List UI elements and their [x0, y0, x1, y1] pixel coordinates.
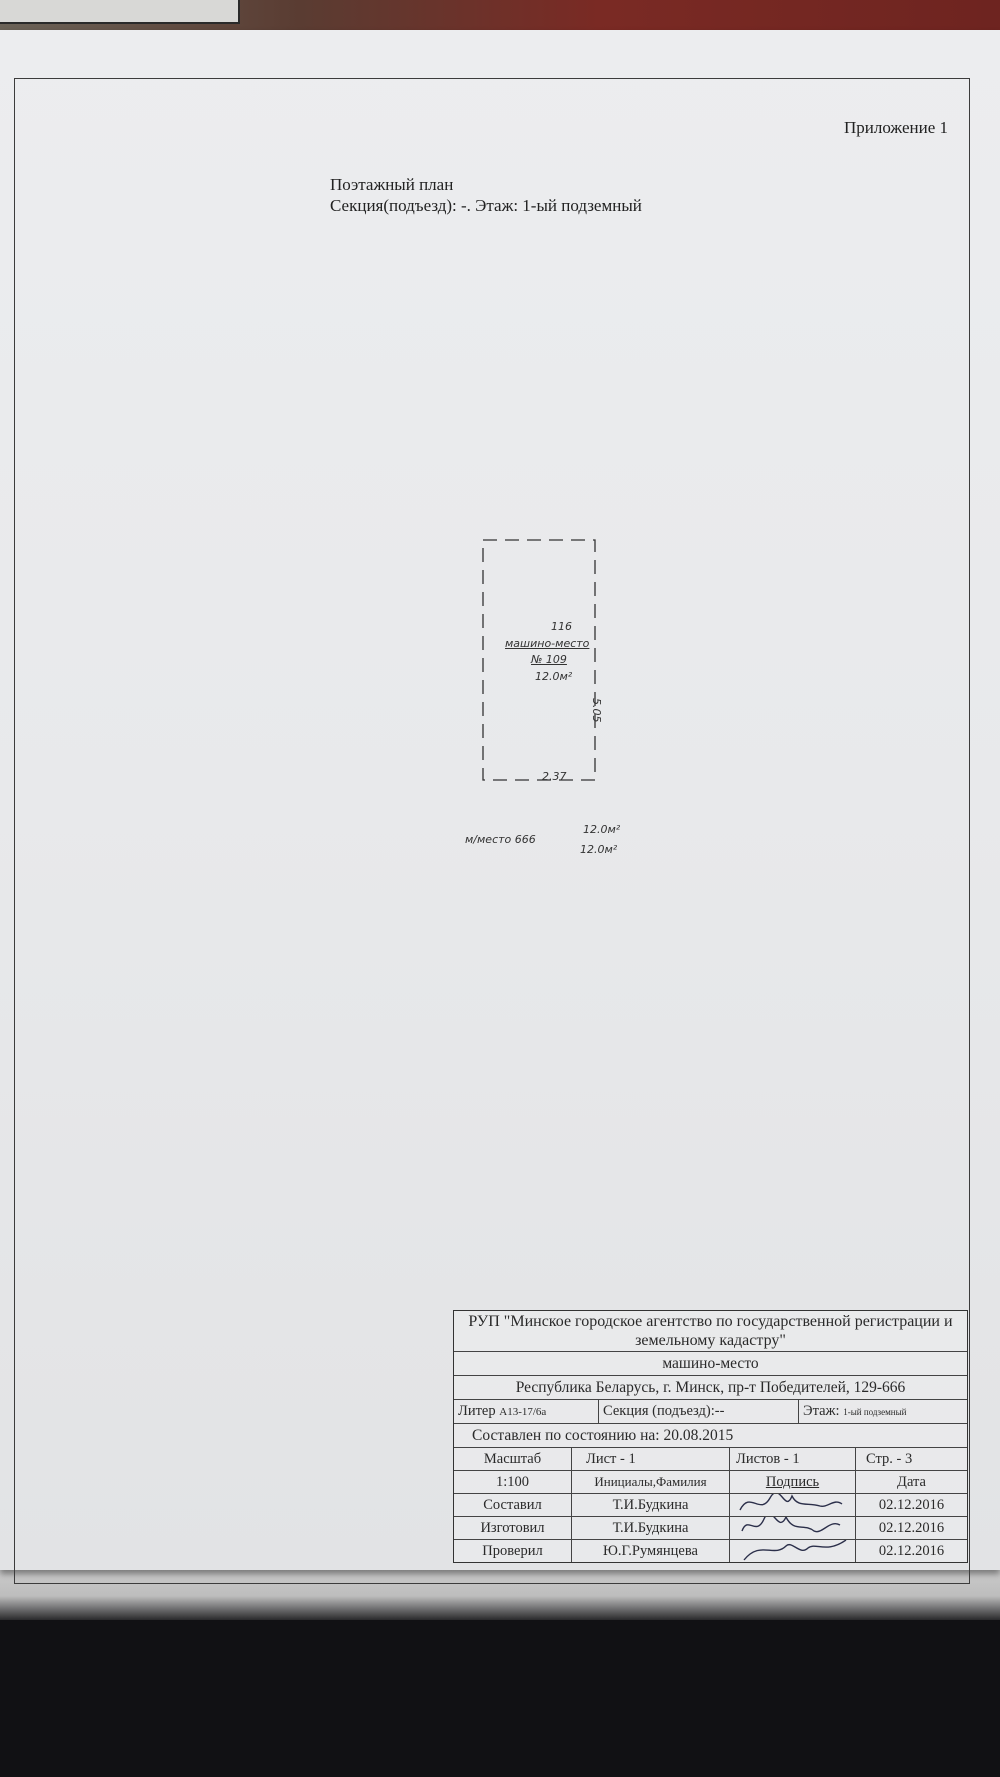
date: 02.12.2016	[878, 1497, 945, 1513]
role: Составил	[454, 1494, 572, 1516]
handwritten-signature	[739, 1494, 843, 1511]
dimension-width: 2.37	[542, 770, 567, 783]
role: Проверил	[454, 1540, 572, 1562]
signature-row: Составил Т.И.Будкина 02.12.2016	[454, 1494, 967, 1517]
column-name-header: Инициалы,Фамилия	[572, 1471, 730, 1493]
title-block-state-row: Составлен по состоянию на: 20.08.2015	[454, 1424, 967, 1448]
liter-label: Литер	[458, 1403, 496, 1419]
column-date-header: Дата	[897, 1474, 926, 1490]
title-block: РУП "Минское городское агентство по госу…	[453, 1310, 968, 1563]
date: 02.12.2016	[878, 1520, 945, 1536]
title-block-header-row: 1:100 Инициалы,Фамилия Подпись Дата	[454, 1471, 967, 1494]
title-block-object-row: машино-место	[454, 1352, 967, 1376]
title-block-address-row: Республика Беларусь, г. Минск, пр-т Побе…	[454, 1376, 967, 1400]
section-floor-line: Секция(подъезд): -. Этаж: 1-ый подземный	[330, 196, 642, 215]
title-block-org-row: РУП "Минское городское агентство по госу…	[454, 1311, 967, 1352]
column-sign-header: Подпись	[730, 1471, 856, 1493]
room-name: машино-место	[505, 637, 590, 650]
address: Республика Беларусь, г. Минск, пр-т Побе…	[515, 1379, 906, 1396]
section-cell: Секция (подъезд):--	[599, 1400, 799, 1423]
date: 02.12.2016	[878, 1543, 945, 1559]
role: Изготовил	[454, 1517, 572, 1539]
plan-heading: Поэтажный план Секция(подъезд): -. Этаж:…	[330, 174, 642, 216]
room-number: 116	[551, 620, 572, 633]
signature-cell	[730, 1517, 856, 1539]
floor-cell: Этаж: 1-ый подземный	[799, 1400, 967, 1423]
scale-value: 1:100	[454, 1471, 572, 1493]
liter-value: А13-17/6а	[499, 1406, 547, 1418]
parking-space-outline	[482, 539, 596, 781]
person-name: Т.И.Будкина	[572, 1517, 730, 1539]
document-sheet: Приложение 1 Поэтажный план Секция(подъе…	[0, 30, 1000, 1584]
sheet-number: Лист - 1	[572, 1448, 730, 1470]
scale-label: Масштаб	[454, 1448, 572, 1470]
floor-label: Этаж:	[803, 1403, 840, 1419]
signature-row: Проверил Ю.Г.Румянцева 02.12.2016	[454, 1540, 967, 1562]
page-number: Стр. - 3	[866, 1451, 913, 1467]
person-name: Т.И.Будкина	[572, 1494, 730, 1516]
signature-cell	[730, 1494, 856, 1516]
signature-row: Изготовил Т.И.Будкина 02.12.2016	[454, 1517, 967, 1540]
dimension-height: 5.05	[590, 698, 603, 723]
underlying-paper-corner	[0, 0, 240, 24]
floor-value: 1-ый подземный	[843, 1407, 907, 1417]
underlying-sheets	[0, 1560, 1000, 1620]
state-date: Составлен по состоянию на: 20.08.2015	[472, 1427, 734, 1444]
handwritten-signature	[743, 1540, 847, 1561]
room-area: 12.0м²	[535, 670, 573, 683]
legend-area-1: 12.0м²	[583, 823, 621, 836]
plan-title: Поэтажный план	[330, 175, 454, 194]
signature-cell	[730, 1540, 856, 1562]
title-block-sheet-row: Масштаб Лист - 1 Листов - 1 Стр. - 3	[454, 1448, 967, 1471]
organization-name: РУП "Минское городское агентство по госу…	[468, 1313, 953, 1349]
background-dark-surface	[0, 1600, 1000, 1777]
sheets-count: Листов - 1	[730, 1448, 856, 1470]
liter-cell: Литер А13-17/6а	[454, 1400, 599, 1423]
space-number: № 109	[531, 653, 567, 666]
floor-plan-drawing: 116 машино-место № 109 12.0м² 5.05 2.37 …	[465, 525, 635, 865]
title-block-liter-row: Литер А13-17/6а Секция (подъезд):-- Этаж…	[454, 1400, 967, 1424]
object-type: машино-место	[662, 1355, 759, 1372]
legend-label: м/место 666	[465, 833, 536, 846]
person-name: Ю.Г.Румянцева	[572, 1540, 730, 1562]
annex-label: Приложение 1	[844, 118, 948, 137]
handwritten-signature	[741, 1517, 841, 1533]
legend-area-2: 12.0м²	[580, 843, 618, 856]
sheet-border-frame	[14, 78, 970, 1584]
